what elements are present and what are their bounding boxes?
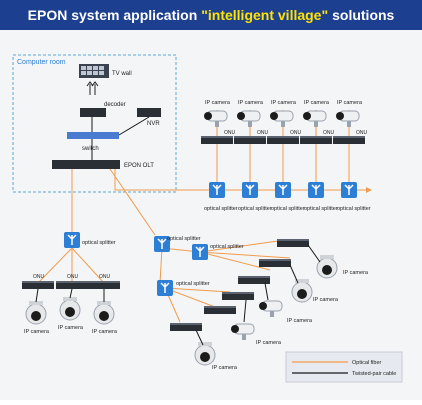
splitter-mid-1-label: optical splitter (167, 236, 201, 242)
olt-label: EPON OLT (124, 163, 154, 169)
olt-device (52, 160, 120, 169)
left-camera-group: ONU ONU ONU IP camera IP camera IP camer… (22, 274, 120, 335)
splitter-mid-2 (191, 243, 209, 261)
legend-fiber-label: Optical fiber (352, 360, 382, 366)
camera-label: IP camera (92, 329, 118, 335)
diagram-canvas: Computer room TV wall decoder NVR switch… (0, 30, 422, 400)
title-prefix: EPON system application (27, 7, 198, 23)
splitter-label-4: optical splitter (304, 206, 338, 212)
onu-label: ONU (257, 130, 269, 136)
twisted-pair-links-left (35, 288, 105, 303)
page-title: EPON system application "intelligent vil… (0, 0, 422, 30)
title-suffix: solutions (332, 7, 395, 23)
camera-label: IP camera (304, 100, 330, 106)
splitter-left (63, 231, 81, 249)
camera-label: IP camera (58, 325, 84, 331)
camera-label: IP camera (238, 100, 264, 106)
camera-label: IP camera (271, 100, 297, 106)
splitter-label-5: optical splitter (337, 206, 371, 212)
camera-label: IP camera (24, 329, 50, 335)
switch-device (67, 132, 119, 139)
tv-wall-screens (81, 66, 104, 75)
legend: Optical fiber Twisted-pair cable (285, 351, 403, 383)
twisted-pair-links-middle (195, 244, 321, 346)
splitter-label-3: optical splitter (271, 206, 305, 212)
camera-label: IP camera (337, 100, 363, 106)
onu-label: ONU (99, 274, 111, 280)
title-highlight: "intelligent village" (201, 7, 329, 23)
nvr-label: NVR (147, 121, 160, 127)
nvr-device (137, 108, 161, 117)
camera-label: IP camera (313, 297, 339, 303)
computer-room-label: Computer room (17, 59, 66, 66)
computer-room-box (12, 54, 177, 193)
camera-label: IP camera (343, 270, 369, 276)
splitter-label-1: optical splitter (204, 206, 238, 212)
onu-label: ONU (356, 130, 368, 136)
camera-label: IP camera (212, 365, 238, 371)
decoder-device (80, 108, 106, 117)
splitter-mid-2-label: optical splitter (210, 244, 244, 250)
camera-label: IP camera (205, 100, 231, 106)
legend-twisted-label: Twisted-pair cable (352, 371, 396, 377)
twisted-pair-links-room (91, 116, 150, 160)
top-camera-row: IP camera IP camera IP camera IP camera … (201, 100, 368, 144)
decoder-label: decoder (104, 102, 126, 108)
splitter-left-label: optical splitter (82, 240, 116, 246)
splitter-mid-3 (156, 279, 174, 297)
splitter-label-2: optical splitter (238, 206, 272, 212)
switch-label: switch (82, 146, 99, 152)
network-diagram: Computer room TV wall decoder NVR switch… (12, 54, 403, 383)
onu-label: ONU (323, 130, 335, 136)
onu-label: ONU (33, 274, 45, 280)
onu-label: ONU (224, 130, 236, 136)
splitter-mid-3-label: optical splitter (176, 281, 210, 287)
camera-label: IP camera (287, 318, 313, 324)
fiber-arrow-icon (366, 187, 372, 193)
onu-label: ONU (290, 130, 302, 136)
onu-label: ONU (67, 274, 79, 280)
middle-camera-group: IP camera IP camera IP camera IP camera … (170, 239, 369, 371)
arrow-icon (86, 81, 99, 95)
camera-label: IP camera (256, 340, 282, 346)
tv-wall-label: TV wall (112, 71, 132, 77)
